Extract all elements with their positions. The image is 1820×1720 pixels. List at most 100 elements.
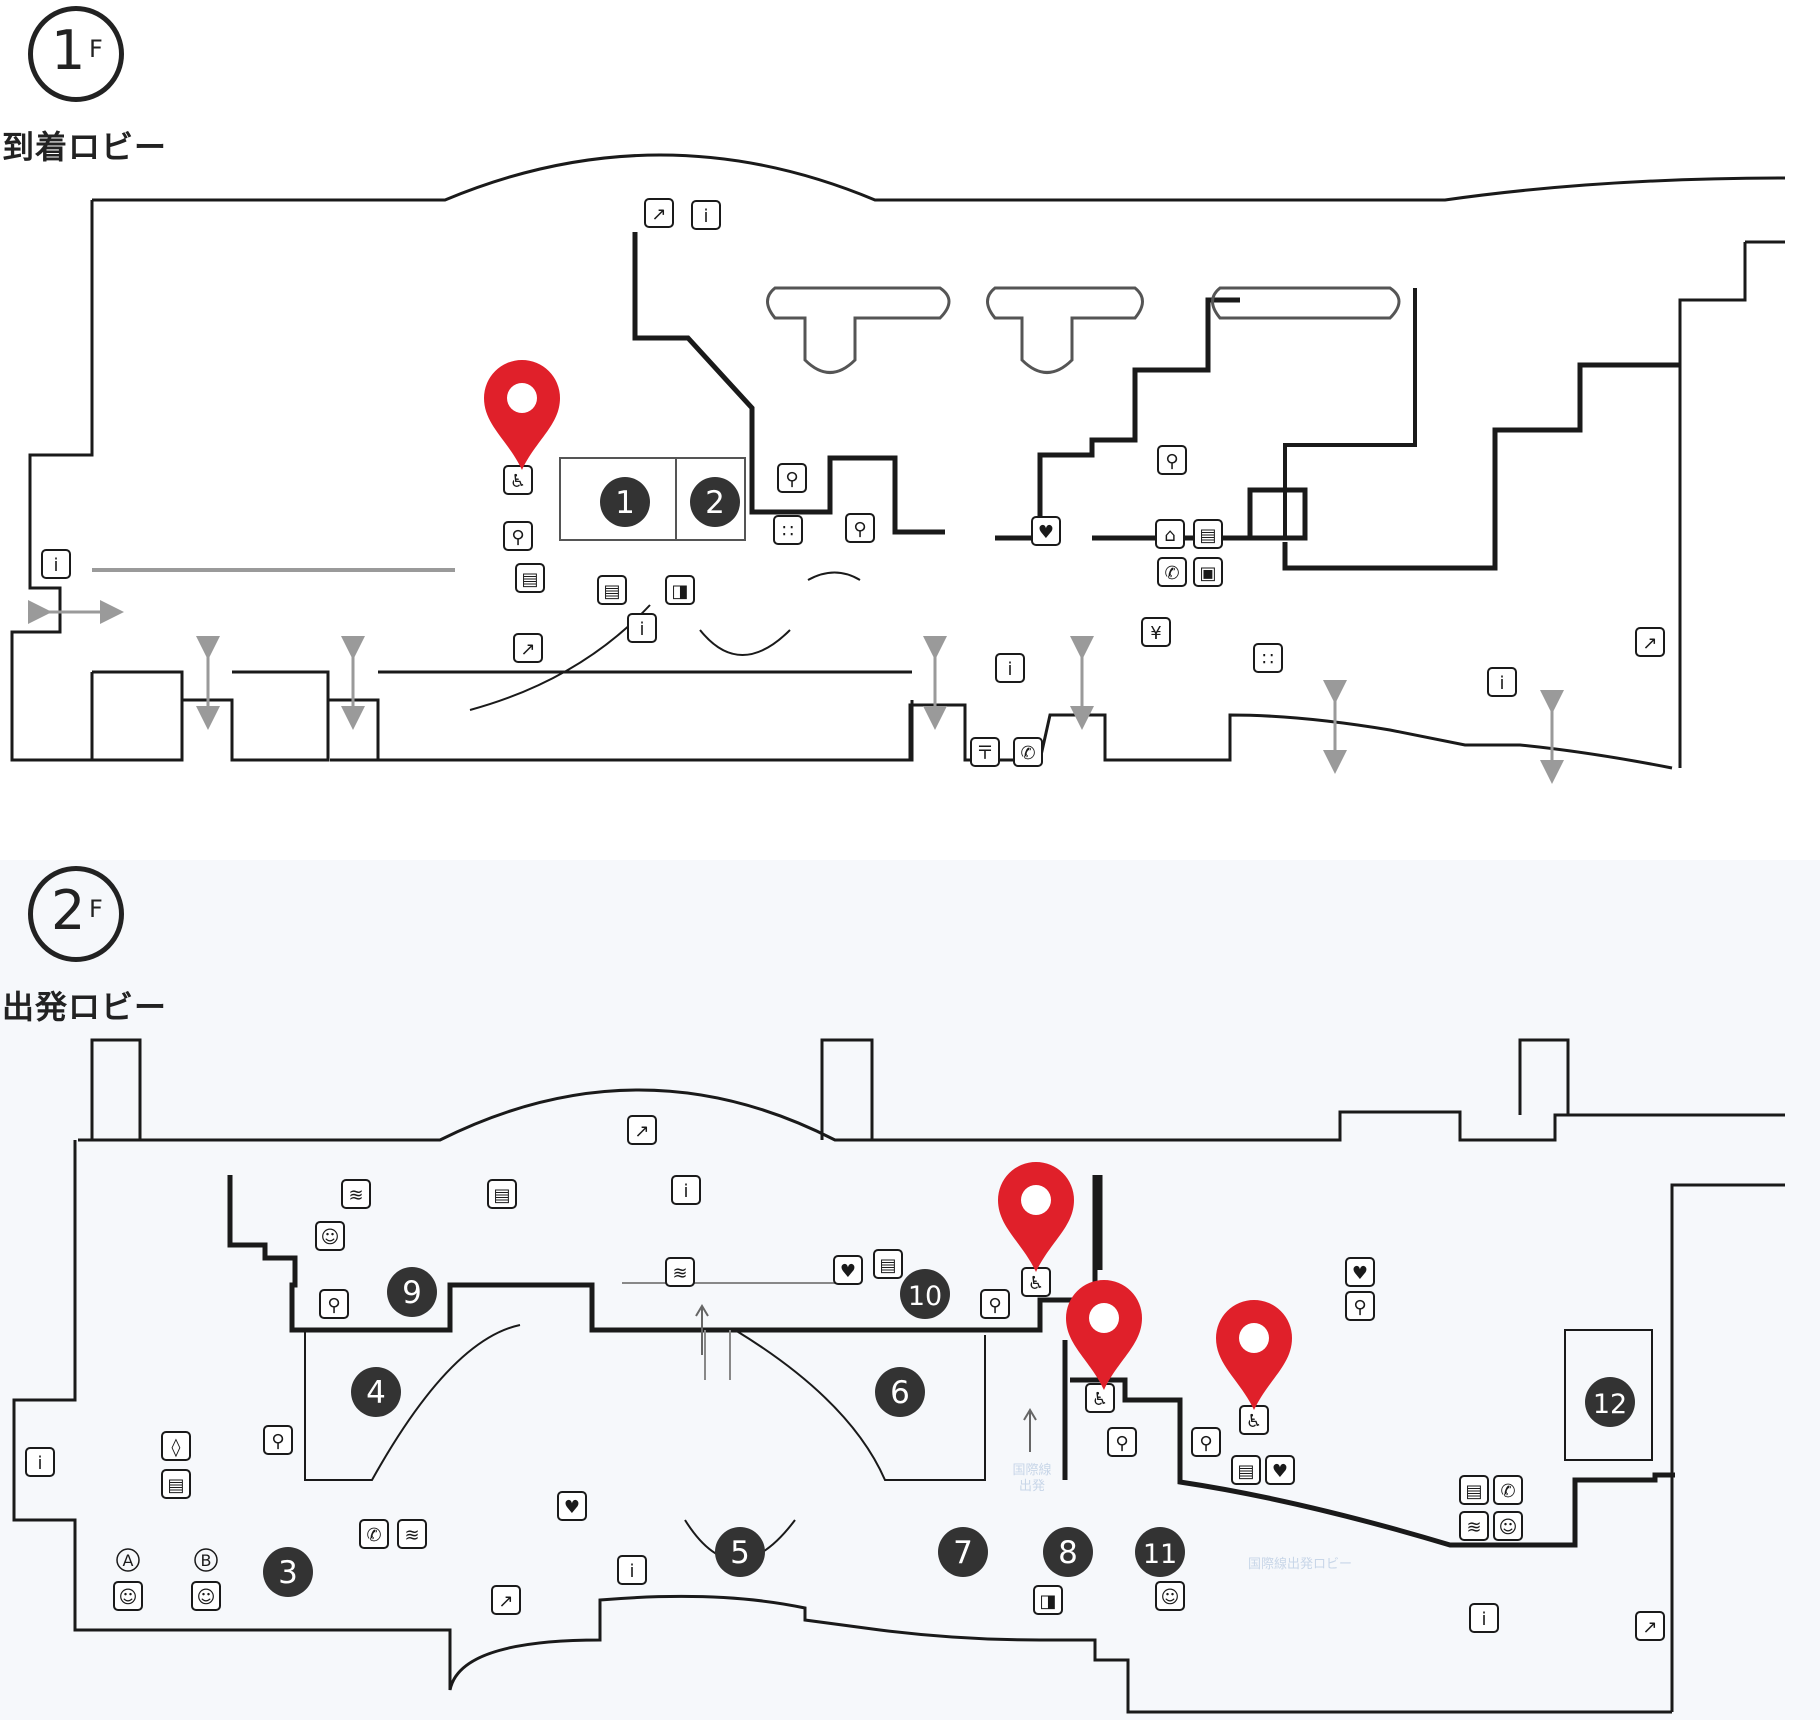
restroom-icon[interactable]: ⚲ (1191, 1427, 1221, 1457)
luggage-icon[interactable]: ▣ (1193, 557, 1223, 587)
icon-glyph: ⚲ (1199, 1433, 1212, 1454)
escalator-icon[interactable]: ↗ (491, 1585, 521, 1615)
area-marker-8[interactable]: 8 (1043, 1527, 1093, 1577)
information-icon[interactable]: i (25, 1447, 55, 1477)
area-marker-5[interactable]: 5 (715, 1527, 765, 1577)
escalator-icon[interactable]: ↗ (644, 198, 674, 228)
wheelchair-toilet-icon[interactable]: ♿ (503, 465, 533, 495)
information-icon[interactable]: i (41, 549, 71, 579)
phone-icon[interactable]: ✆ (1493, 1475, 1523, 1505)
phone-icon[interactable]: ✆ (1013, 737, 1043, 767)
escalator-icon[interactable]: ↗ (513, 633, 543, 663)
phone-icon[interactable]: ✆ (359, 1519, 389, 1549)
floor-2-badge[interactable]: 2 F (28, 866, 124, 962)
baby-care-icon[interactable]: ☺ (113, 1581, 143, 1611)
locker-icon[interactable]: ▤ (515, 563, 545, 593)
restroom-icon[interactable]: ⚲ (1157, 445, 1187, 475)
restroom-icon[interactable]: ⚲ (1107, 1427, 1137, 1457)
wheelchair-toilet-icon[interactable]: ♿ (1021, 1267, 1051, 1297)
locker-icon[interactable]: ▤ (873, 1249, 903, 1279)
wheelchair-toilet-icon[interactable]: ♿ (1239, 1405, 1269, 1435)
baby-care-icon[interactable]: ☺ (1155, 1581, 1185, 1611)
location-pin-icon[interactable] (484, 360, 560, 470)
restroom-icon[interactable]: ⚲ (1345, 1291, 1375, 1321)
icon-glyph: ↗ (1642, 633, 1657, 654)
floor-2-top-pillars (90, 1038, 1570, 1140)
counter-icon[interactable]: ◨ (1033, 1585, 1063, 1615)
restroom-icon[interactable]: ⚲ (319, 1289, 349, 1319)
aed-icon[interactable]: ♥ (557, 1491, 587, 1521)
wheelchair-toilet-icon[interactable]: ♿ (1085, 1383, 1115, 1413)
baby-care-icon[interactable]: ☺ (1493, 1511, 1523, 1541)
locker-icon[interactable]: ▤ (487, 1179, 517, 1209)
post-icon[interactable]: 〒 (970, 737, 1000, 767)
water-fountain-icon[interactable]: ◊ (161, 1431, 191, 1461)
baby-care-icon[interactable]: ☺ (315, 1221, 345, 1251)
smoking-room-icon[interactable]: ≋ (665, 1257, 695, 1287)
cloakroom-icon[interactable]: ⌂ (1155, 519, 1185, 549)
tactile-guide-icon[interactable]: ∷ (773, 515, 803, 545)
location-pin-icon[interactable] (998, 1162, 1074, 1272)
smoking-room-icon[interactable]: ≋ (341, 1179, 371, 1209)
area-marker-9[interactable]: 9 (387, 1267, 437, 1317)
restroom-icon[interactable]: ⚲ (263, 1425, 293, 1455)
area-marker-12[interactable]: 12 (1585, 1377, 1635, 1427)
icon-glyph: ✆ (1020, 743, 1035, 764)
information-icon[interactable]: i (671, 1175, 701, 1205)
restroom-icon[interactable]: ⚲ (845, 513, 875, 543)
locker-icon[interactable]: ▤ (1193, 519, 1223, 549)
area-number: 2 (705, 485, 725, 521)
floor-2-partition-east (1062, 1175, 1675, 1548)
information-icon[interactable]: i (995, 653, 1025, 683)
escalator-icon[interactable]: ↗ (1635, 627, 1665, 657)
floor-1-badge[interactable]: 1 F (28, 6, 124, 102)
escalator-icon[interactable]: ↗ (627, 1115, 657, 1145)
smoking-room-icon[interactable]: ≋ (1459, 1511, 1489, 1541)
aed-icon[interactable]: ♥ (1345, 1257, 1375, 1287)
area-circle (600, 477, 650, 527)
icon-glyph: ☺ (1161, 1587, 1180, 1608)
area-marker-1[interactable]: 1 (600, 477, 650, 527)
locker-icon[interactable]: ▤ (161, 1469, 191, 1499)
aed-icon[interactable]: ♥ (833, 1255, 863, 1285)
icon-glyph: ⚲ (271, 1431, 284, 1452)
phone-icon[interactable]: ✆ (1157, 557, 1187, 587)
smoking-room-icon[interactable]: ≋ (397, 1519, 427, 1549)
information-icon[interactable]: i (627, 613, 657, 643)
locker-icon[interactable]: ▤ (1459, 1475, 1489, 1505)
location-pin-icon[interactable] (1216, 1300, 1292, 1410)
area-marker-11[interactable]: 11 (1135, 1527, 1185, 1577)
locker-icon[interactable]: ▤ (597, 575, 627, 605)
icon-glyph: ↗ (651, 204, 666, 225)
baby-care-icon[interactable]: ☺ (191, 1581, 221, 1611)
information-icon[interactable]: i (1487, 667, 1517, 697)
icon-glyph: ♿ (1246, 1411, 1262, 1432)
floor-2-plan (12, 1038, 1785, 1714)
icon-glyph: ▤ (879, 1255, 896, 1276)
location-pin-icon[interactable] (1066, 1280, 1142, 1390)
counter-icon[interactable]: ◨ (665, 575, 695, 605)
aed-icon[interactable]: ♥ (1031, 516, 1061, 546)
area-marker-2[interactable]: 2 (690, 477, 740, 527)
floor-2-room-6 (734, 1329, 986, 1481)
icon-glyph: i (629, 1561, 634, 1582)
atm-icon[interactable]: ¥ (1141, 617, 1171, 647)
information-icon[interactable]: i (1469, 1603, 1499, 1633)
escalator-icon[interactable]: ↗ (1635, 1611, 1665, 1641)
information-icon[interactable]: i (617, 1555, 647, 1585)
area-marker-10[interactable]: 10 (900, 1269, 950, 1319)
icon-glyph: ♿ (1092, 1389, 1108, 1410)
area-marker-4[interactable]: 4 (351, 1367, 401, 1417)
information-icon[interactable]: i (691, 200, 721, 230)
area-marker-6[interactable]: 6 (875, 1367, 925, 1417)
locker-icon[interactable]: ▤ (1231, 1455, 1261, 1485)
restroom-icon[interactable]: ⚲ (777, 463, 807, 493)
restroom-icon[interactable]: ⚲ (503, 521, 533, 551)
restroom-icon[interactable]: ⚲ (980, 1289, 1010, 1319)
area-marker-7[interactable]: 7 (938, 1527, 988, 1577)
aed-icon[interactable]: ♥ (1265, 1455, 1295, 1485)
icon-glyph: ⚲ (785, 469, 798, 490)
icon-glyph: ▤ (493, 1185, 510, 1206)
area-marker-3[interactable]: 3 (263, 1547, 313, 1597)
tactile-guide-icon[interactable]: ∷ (1253, 643, 1283, 673)
